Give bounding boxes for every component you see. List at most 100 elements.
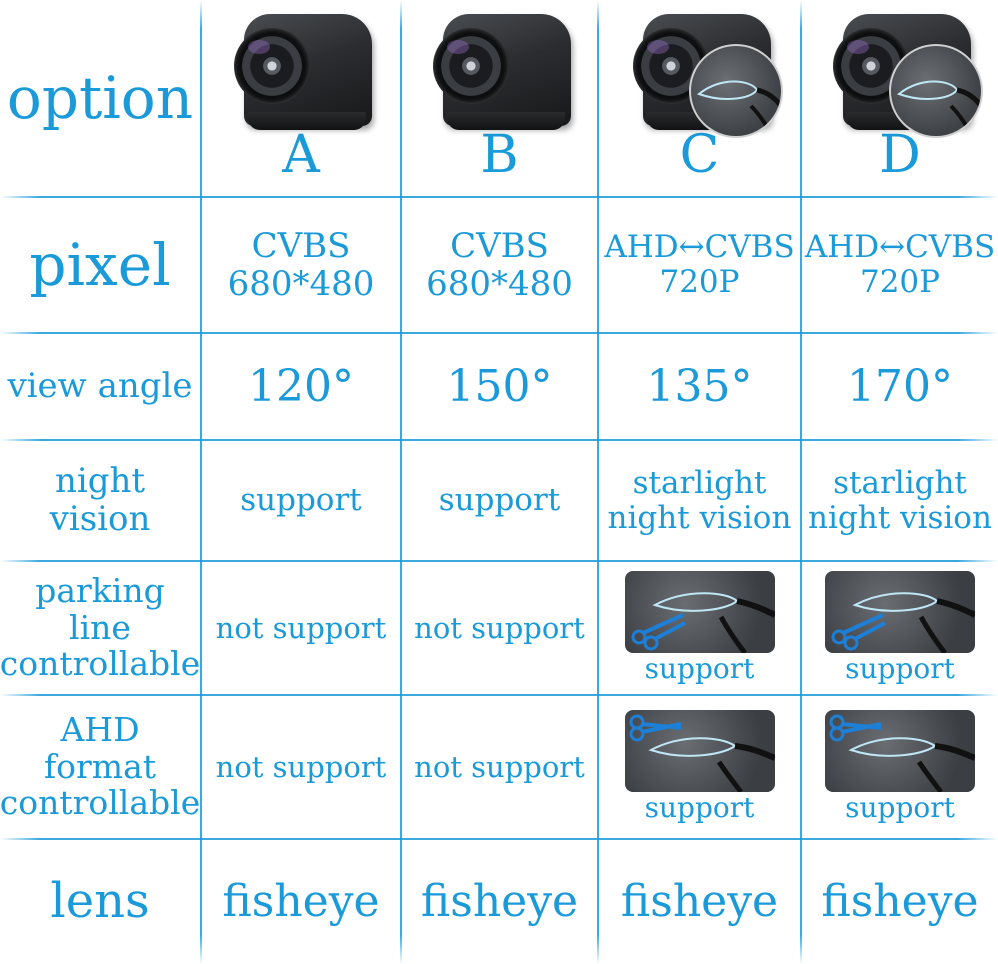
option-d-pixel: AHD↔CVBS 720P	[802, 198, 998, 332]
row-label-night-vision-text: night vision	[49, 460, 151, 539]
option-d-pixel-resolution: 720P	[859, 264, 941, 300]
option-c-view-angle-value: 135°	[646, 360, 753, 412]
column-divider	[597, 0, 599, 964]
option-c-ahd-format: support	[599, 696, 800, 838]
option-b-ahd-format: not support	[402, 696, 597, 838]
option-d-night-vision: starlight night vision	[802, 441, 998, 560]
scissors-icon	[631, 613, 686, 651]
row-label-option: option	[0, 0, 200, 196]
wire-loop-icon	[624, 571, 775, 654]
scissors-icon	[629, 714, 681, 742]
option-b-parking-line-value: not support	[414, 610, 585, 645]
option-a-letter: A	[282, 124, 320, 185]
option-a-header: A	[202, 0, 400, 196]
option-c-pixel-format: AHD↔CVBS	[604, 229, 795, 266]
wire-loop-icon	[688, 43, 783, 138]
option-a-pixel-resolution: 680*480	[227, 264, 375, 304]
option-a-ahd-format: not support	[202, 696, 400, 838]
scissors-icon	[831, 613, 886, 651]
option-d-view-angle-value: 170°	[847, 360, 953, 412]
option-c-night-vision-line2: night vision	[607, 499, 792, 536]
column-divider	[800, 0, 802, 964]
column-divider	[200, 0, 202, 964]
wire-loop-icon	[624, 710, 775, 793]
option-c-lens: fisheye	[599, 840, 800, 964]
option-a-lens-value: fisheye	[222, 876, 380, 928]
column-divider	[400, 0, 402, 964]
option-c-view-angle: 135°	[599, 334, 800, 439]
option-c-lens-value: fisheye	[620, 876, 779, 928]
option-d-night-vision-line1: starlight	[833, 464, 967, 501]
option-d-header: D	[802, 0, 998, 196]
row-label-parking-line-1: parking line	[35, 570, 165, 647]
option-d-parking-line: support	[802, 562, 998, 694]
option-d-night-vision-line2: night vision	[808, 499, 992, 536]
option-d-view-angle: 170°	[802, 334, 998, 439]
camera-icon	[425, 12, 575, 132]
row-label-night-vision: night vision	[0, 441, 200, 560]
option-a-parking-line: not support	[202, 562, 400, 694]
row-label-option-text: option	[6, 63, 194, 132]
option-b-ahd-format-value: not support	[414, 749, 585, 784]
option-a-lens: fisheye	[202, 840, 400, 964]
option-b-lens: fisheye	[402, 840, 597, 964]
option-c-parking-line-value: support	[644, 652, 755, 686]
wire-loop-icon	[825, 571, 975, 654]
option-a-view-angle: 120°	[202, 334, 400, 439]
row-divider	[0, 439, 998, 441]
option-a-night-vision: support	[202, 441, 400, 560]
option-d-ahd-format-value: support	[845, 791, 955, 825]
option-d-letter: D	[879, 124, 921, 185]
row-label-lens-text: lens	[50, 873, 150, 930]
option-b-view-angle: 150°	[402, 334, 597, 439]
row-label-ahd-format: AHD format controllable	[0, 696, 200, 838]
wire-loop-icon	[825, 710, 975, 793]
option-b-night-vision: support	[402, 441, 597, 560]
option-a-view-angle-value: 120°	[248, 360, 354, 412]
row-label-view-angle: view angle	[0, 334, 200, 439]
option-a-pixel-format: CVBS	[251, 225, 351, 266]
row-label-pixel: pixel	[0, 198, 200, 332]
row-label-ahd-format-2: controllable	[0, 783, 201, 823]
option-d-lens: fisheye	[802, 840, 998, 964]
camera-icon	[825, 12, 983, 138]
wire-loop-icon	[889, 43, 983, 138]
camera-icon	[625, 12, 783, 138]
row-label-pixel-text: pixel	[29, 230, 171, 299]
option-c-letter: C	[679, 124, 720, 185]
option-c-pixel: AHD↔CVBS 720P	[599, 198, 800, 332]
option-c-parking-line: support	[599, 562, 800, 694]
row-label-ahd-format-1: AHD format	[43, 709, 157, 786]
option-a-pixel: CVBS 680*480	[202, 198, 400, 332]
option-d-lens-value: fisheye	[821, 876, 979, 928]
camera-icon	[226, 12, 376, 132]
row-divider	[0, 560, 998, 562]
row-divider	[0, 838, 998, 840]
option-b-lens-value: fisheye	[420, 876, 579, 928]
row-divider	[0, 332, 998, 334]
option-a-parking-line-value: not support	[215, 610, 387, 645]
option-b-header: B	[402, 0, 597, 196]
option-a-night-vision-value: support	[240, 482, 362, 519]
scissors-icon	[829, 714, 882, 742]
option-b-view-angle-value: 150°	[446, 360, 553, 412]
option-b-pixel: CVBS 680*480	[402, 198, 597, 332]
option-c-night-vision-line1: starlight	[632, 464, 767, 501]
row-label-parking-line: parking line controllable	[0, 562, 200, 694]
option-c-header: C	[599, 0, 800, 196]
option-b-night-vision-value: support	[438, 482, 561, 519]
row-divider	[0, 196, 998, 198]
row-label-parking-line-2: controllable	[0, 644, 201, 684]
row-label-view-angle-text: view angle	[7, 366, 193, 407]
option-b-pixel-resolution: 680*480	[426, 264, 573, 304]
row-label-lens: lens	[0, 840, 200, 964]
option-d-pixel-format: AHD↔CVBS	[804, 229, 996, 266]
option-c-pixel-resolution: 720P	[659, 264, 740, 300]
option-d-parking-line-value: support	[845, 652, 955, 686]
option-b-letter: B	[480, 124, 519, 185]
option-c-night-vision: starlight night vision	[599, 441, 800, 560]
row-divider	[0, 694, 998, 696]
option-d-ahd-format: support	[802, 696, 998, 838]
option-a-ahd-format-value: not support	[215, 749, 387, 784]
